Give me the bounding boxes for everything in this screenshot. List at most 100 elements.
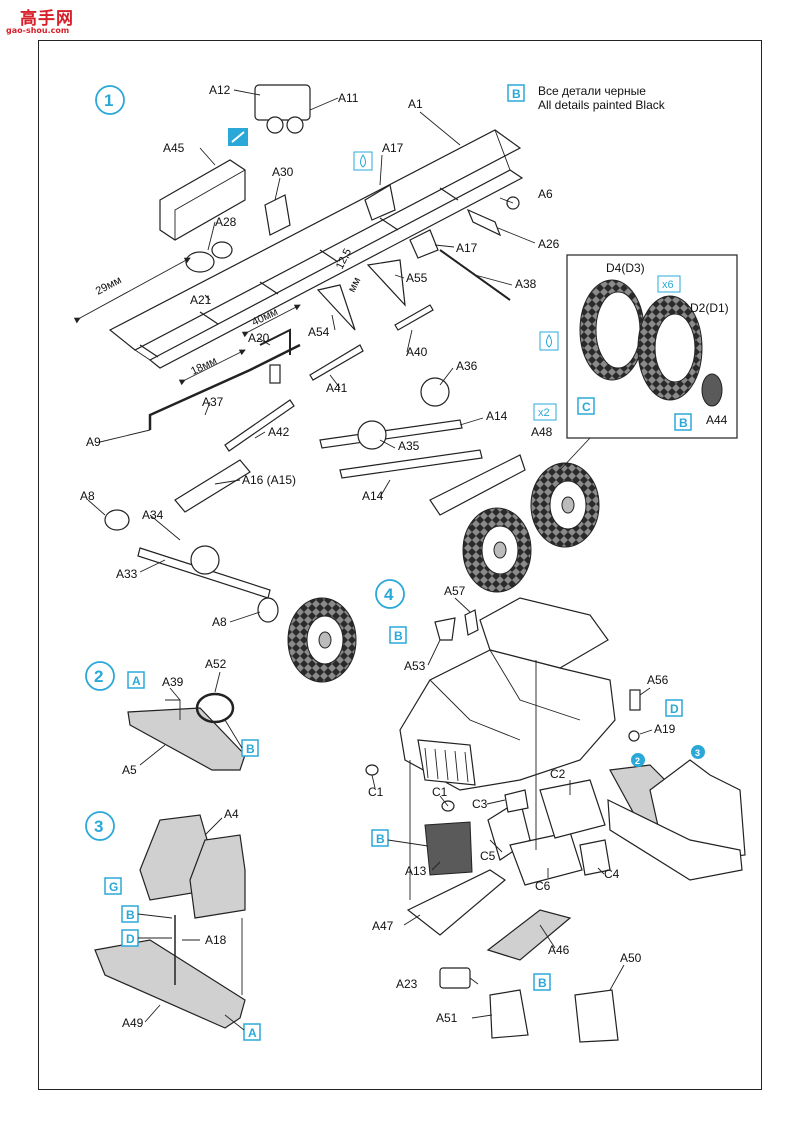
label-a55: A55 [406, 271, 428, 285]
x6-box [657, 275, 681, 293]
transfer-a16 [174, 459, 251, 513]
step-2-badge [85, 661, 115, 691]
label-c5: C5 [480, 849, 496, 863]
sub-step-2-badge [631, 753, 645, 767]
label-a49: A49 [122, 1016, 144, 1030]
mirror-a57 [464, 609, 479, 636]
label-a1: A1 [408, 97, 423, 111]
floor-a49 [94, 939, 246, 1029]
label-a9: A9 [86, 435, 101, 449]
label-a56: A56 [647, 673, 669, 687]
label-a23: A23 [396, 977, 418, 991]
label-a51: A51 [436, 1011, 458, 1025]
dim-40 [241, 304, 301, 338]
label-a53: A53 [404, 659, 426, 673]
fuel-tank-a45 [159, 159, 246, 241]
part-a56 [629, 689, 641, 711]
step-1-chassis: 1 B Все детали черные All details painte… [73, 83, 738, 683]
fender-c2 [539, 779, 606, 839]
label-c3: C3 [472, 797, 488, 811]
step-4-badge [375, 579, 405, 609]
note-en: All details painted Black [538, 98, 666, 112]
dim-18-text: 18мм [189, 355, 219, 378]
wheel-front [287, 597, 357, 683]
sub-step-3-badge [691, 745, 705, 759]
diff-a36 [420, 377, 450, 407]
part-a28 [185, 241, 233, 273]
label-a57: A57 [444, 584, 466, 598]
label-a11: A11 [338, 91, 359, 105]
label-a41: A41 [326, 381, 348, 395]
label-a50: A50 [620, 951, 642, 965]
sub-floor [607, 799, 743, 881]
label-a14-bottom: A14 [362, 489, 384, 503]
seats-a4 [139, 814, 246, 919]
x2-box [533, 403, 557, 421]
label-a33: A33 [116, 567, 138, 581]
label-a13: A13 [405, 864, 427, 878]
label-a47: A47 [372, 919, 394, 933]
dashboard-a5 [127, 707, 246, 771]
a-box-step2 [127, 671, 145, 689]
diff-a35 [357, 420, 387, 450]
note-box [507, 84, 525, 102]
b-letter-step3: B [126, 908, 135, 922]
label-c1-right: C1 [432, 785, 448, 799]
label-a42: A42 [268, 425, 290, 439]
label-a20: A20 [248, 331, 270, 345]
dim-29-text: 29мм [94, 274, 124, 297]
note-ru: Все детали черные [538, 84, 646, 98]
b-letter-step2: B [246, 742, 255, 756]
label-a18: A18 [205, 933, 227, 947]
b-letter-inset: B [679, 416, 688, 430]
step-a46 [486, 909, 572, 961]
label-a8-left: A8 [80, 489, 95, 503]
fender-c6 [509, 831, 583, 886]
part-a51 [489, 989, 529, 1039]
label-a17-top: A17 [382, 141, 404, 155]
part-c3 [504, 789, 529, 813]
part-a17-top [364, 184, 396, 221]
light-c1-left [365, 764, 379, 776]
label-a8-right: A8 [212, 615, 227, 629]
engine-parts-a12-a11 [254, 84, 311, 134]
label-a14-top: A14 [486, 409, 508, 423]
note-box-letter: B [512, 87, 521, 101]
part-a20-bracket [269, 364, 281, 384]
g-box [104, 877, 122, 895]
part-a30 [264, 194, 291, 236]
label-a26: A26 [538, 237, 560, 251]
part-a50 [574, 989, 619, 1043]
dim-29 [73, 257, 191, 324]
part-a55 [366, 259, 406, 307]
steering-wheel-a52 [195, 692, 235, 724]
site-logo: 高手网 gao-shou.com [2, 2, 78, 36]
x2-label: x2 [538, 407, 550, 419]
step-1-badge [95, 85, 125, 115]
label-a21: A21 [190, 293, 212, 307]
label-a37: A37 [202, 395, 224, 409]
label-a19: A19 [654, 722, 676, 736]
label-a6: A6 [538, 187, 553, 201]
wheel-rear-1 [462, 507, 532, 593]
a-letter-step2: A [132, 674, 141, 688]
label-a45: A45 [163, 141, 185, 155]
sub-step-2-number: 2 [635, 756, 640, 766]
b-box-step4-bottom [533, 973, 551, 991]
a-box-step3 [243, 1023, 261, 1041]
label-a39: A39 [162, 675, 184, 689]
label-d4: D4(D3) [606, 261, 645, 275]
driveshaft-a41 [309, 344, 364, 381]
paint-drop-icon-1 [353, 151, 373, 171]
d-letter-step3: D [126, 932, 135, 946]
label-a4: A4 [224, 807, 239, 821]
step-3-number: 3 [94, 817, 103, 836]
label-a54: A54 [308, 325, 330, 339]
label-c1-left: C1 [368, 785, 384, 799]
label-c2: C2 [550, 767, 566, 781]
label-a34: A34 [142, 508, 164, 522]
label-c6: C6 [535, 879, 551, 893]
mirror-a53 [434, 617, 456, 641]
x6-label: x6 [662, 279, 674, 291]
c-box-inset [577, 397, 595, 415]
